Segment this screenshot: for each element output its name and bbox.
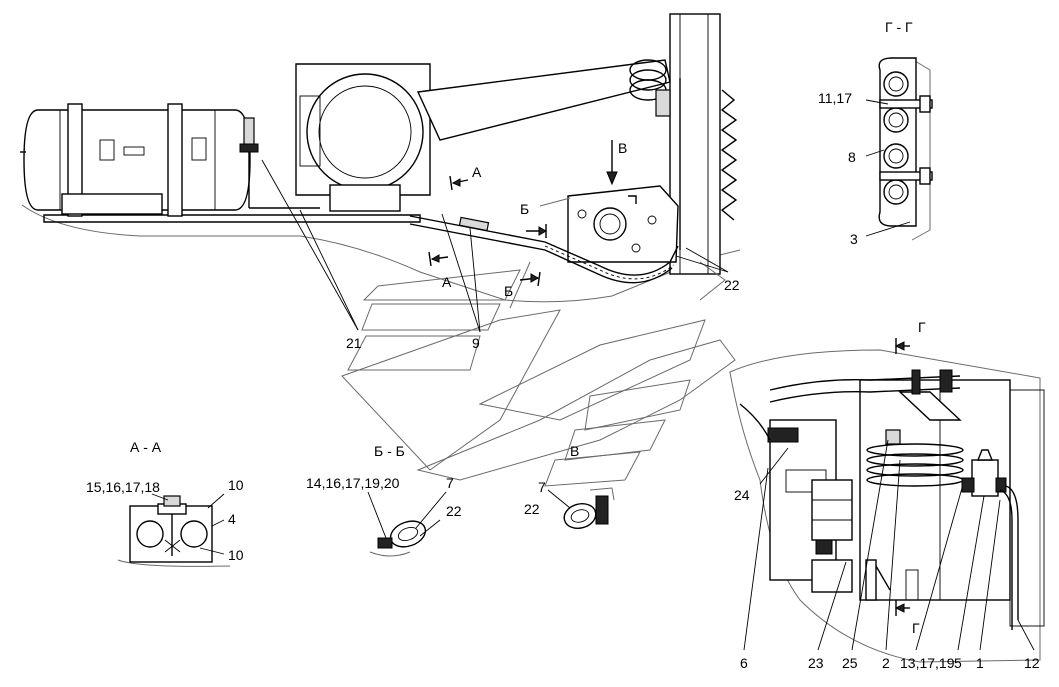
callout-10-top: 10 (228, 477, 244, 493)
callout-22-v: 22 (524, 501, 540, 517)
section-title-a-a: А - А (130, 439, 162, 455)
marker-v-bottom: В (570, 443, 579, 459)
callout-7-v: 7 (538, 479, 546, 495)
compressor-housing (295, 63, 440, 212)
section-title-g-g: Г - Г (885, 19, 913, 35)
belt-guard (416, 59, 671, 141)
callout-3: 3 (850, 231, 858, 247)
detail-view (729, 338, 1045, 663)
callout-1: 1 (976, 655, 984, 671)
marker-v-top: В (618, 140, 627, 156)
callout-8: 8 (848, 149, 856, 165)
main-view (20, 13, 741, 487)
view-arrow-v (606, 140, 637, 204)
air-tank (20, 103, 251, 217)
section-a-a (117, 493, 231, 567)
callout-24: 24 (734, 487, 750, 503)
callout-15-16-17-18: 15,16,17,18 (86, 479, 160, 495)
section-mark-a (428, 175, 469, 267)
mounting-plate (539, 185, 679, 263)
callout-11-17: 11,17 (818, 90, 852, 106)
bracket-plates (341, 261, 736, 487)
callout-12: 12 (1024, 655, 1040, 671)
callout-9: 9 (472, 335, 480, 351)
marker-b-top: Б (520, 201, 529, 217)
section-b-b (367, 491, 447, 557)
callout-2: 2 (882, 655, 890, 671)
pipe-clamp-stack (878, 57, 933, 227)
coil-pipe (866, 429, 964, 487)
detail-leaders (743, 439, 1035, 651)
callout-5: 5 (954, 655, 962, 671)
callout-23: 23 (808, 655, 824, 671)
section-g-g (865, 57, 933, 241)
view-v (547, 487, 615, 530)
pressure-regulator (961, 449, 1019, 630)
callout-14-16-17-19-20: 14,16,17,19,20 (306, 475, 400, 491)
marker-g-top: Г (918, 319, 926, 335)
marker-a-bottom: А (442, 274, 452, 290)
section-mark-g-top (894, 338, 910, 354)
bracket-lower (865, 559, 919, 601)
callout-7-bb: 7 (446, 475, 454, 491)
frame-rail (43, 214, 421, 223)
callout-4: 4 (228, 511, 236, 527)
section-mark-g-bottom (894, 600, 910, 616)
marker-a-top: А (472, 164, 482, 180)
hose-top (769, 369, 961, 403)
section-mark-b (519, 224, 548, 287)
air-pipe (409, 78, 681, 284)
callout-6: 6 (740, 655, 748, 671)
callout-10-bottom: 10 (228, 547, 244, 563)
drain-valve (239, 117, 320, 209)
main-leaders (261, 159, 729, 333)
marker-g-bottom: Г (912, 620, 920, 636)
radiator-assembly (629, 13, 738, 275)
marker-b-bottom: Б (504, 283, 513, 299)
section-title-b-b: Б - Б (374, 443, 405, 459)
callout-22-main: 22 (724, 277, 740, 293)
callout-21: 21 (346, 335, 362, 351)
callout-25: 25 (842, 655, 858, 671)
callout-13-17-19: 13,17,19 (900, 655, 955, 671)
callout-22-bb: 22 (446, 503, 462, 519)
engine-block (739, 403, 853, 593)
